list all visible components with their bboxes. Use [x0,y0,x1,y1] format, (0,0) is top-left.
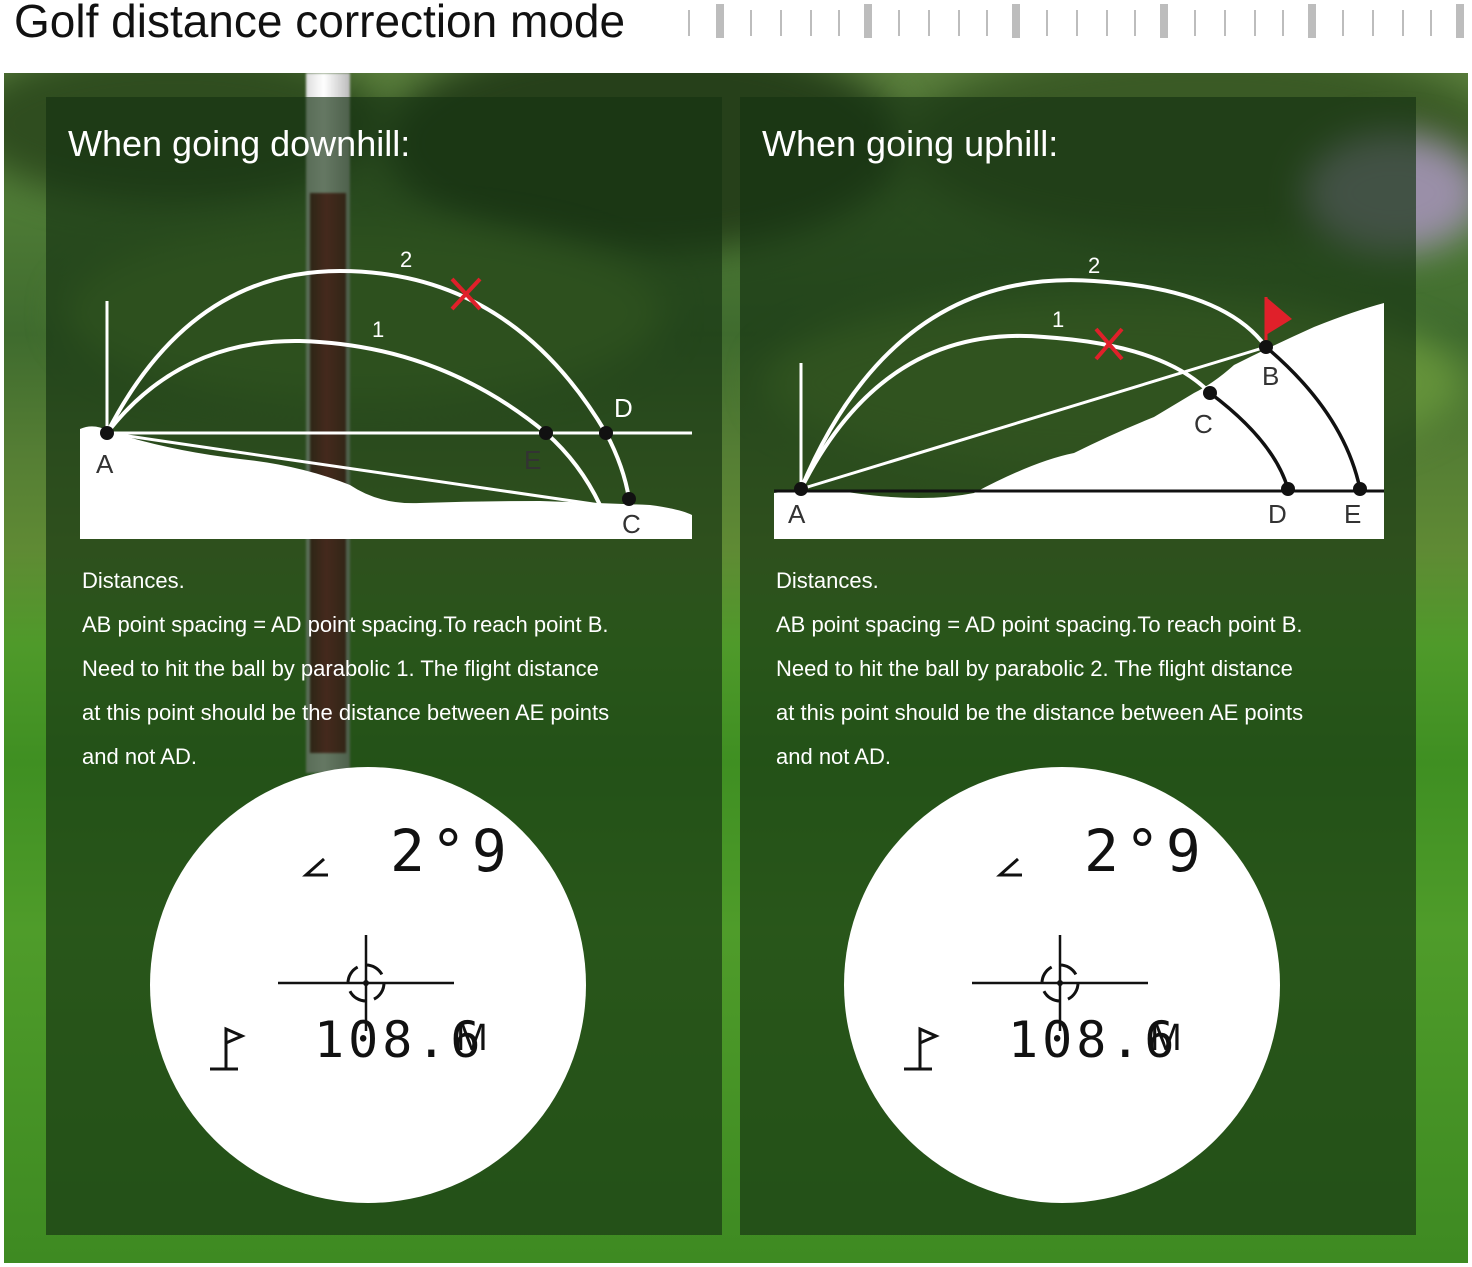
downhill-point-c [622,492,636,506]
uphill-angle-readout: 2°9 [1084,817,1207,885]
uphill-label-curve-1: 1 [1052,307,1064,332]
flag-icon [210,1026,246,1071]
uphill-terrain [774,303,1384,539]
downhill-label-a: A [96,449,114,479]
uphill-distance-readout: 108.6 [1008,1011,1179,1069]
downhill-label-c: C [622,509,641,539]
downhill-slope-line-ac [106,431,601,507]
uphill-trajectory-1 [799,334,1212,490]
crosshair-icon [278,935,454,1031]
crosshair-icon [972,935,1148,1031]
uphill-label-a: A [788,499,806,529]
uphill-trajectory-2 [799,278,1268,490]
uphill-point-d [1281,482,1295,496]
angle-icon [302,857,328,877]
uphill-label-c: C [1194,409,1213,439]
golf-course-background: When going downhill: 2 1 A E D C Distanc… [4,73,1468,1263]
uphill-label-e: E [1344,499,1361,529]
downhill-text-line: at this point should be the distance bet… [82,700,610,725]
uphill-text-line: and not AD. [776,744,891,769]
downhill-miss-marker [450,277,482,311]
uphill-title: When going uphill: [762,123,1059,164]
downhill-label-d: D [614,393,633,423]
downhill-explanation: Distances. AB point spacing = AD point s… [82,559,702,779]
downhill-trajectory-2 [105,268,631,500]
uphill-trajectory-2-continued [1264,345,1362,490]
downhill-distance-readout: 108.6 [314,1011,485,1069]
downhill-terrain [80,426,692,539]
uphill-target-flag-icon [1264,297,1292,347]
downhill-point-a [100,426,114,440]
uphill-panel: When going uphill: 2 1 A [740,97,1416,1235]
uphill-label-b: B [1262,361,1279,391]
downhill-text-line: Need to hit the ball by parabolic 1. The… [82,656,599,681]
uphill-distance-unit: M [1150,1017,1182,1059]
downhill-diagram: 2 1 A E D C [80,247,692,539]
downhill-label-curve-2: 2 [400,247,412,272]
downhill-angle-readout: 2°9 [390,817,513,885]
downhill-point-e [539,426,553,440]
uphill-miss-marker [1094,327,1124,361]
downhill-rangefinder-display: 2°9 108.6 M [150,767,586,1203]
uphill-explanation: Distances. AB point spacing = AD point s… [776,559,1396,779]
ruler-decoration [688,4,1464,38]
uphill-point-b [1259,340,1273,354]
uphill-text-line: AB point spacing = AD point spacing.To r… [776,612,1303,637]
uphill-point-a [794,482,808,496]
uphill-trajectory-1-continued [1208,391,1290,490]
uphill-slope-line-ab [800,345,1267,491]
angle-icon [996,857,1022,877]
flag-icon [904,1026,940,1071]
downhill-text-line: and not AD. [82,744,197,769]
page-title: Golf distance correction mode [14,0,626,47]
downhill-text-line: Distances. [82,568,185,593]
uphill-diagram: 2 1 A B C D E [774,253,1384,539]
downhill-point-d [599,426,613,440]
downhill-distance-unit: M [456,1017,488,1059]
downhill-label-curve-1: 1 [372,317,384,342]
uphill-point-c [1203,386,1217,400]
downhill-title: When going downhill: [68,123,411,164]
uphill-text-line: at this point should be the distance bet… [776,700,1304,725]
uphill-point-e [1353,482,1367,496]
uphill-text-line: Distances. [776,568,879,593]
uphill-label-curve-2: 2 [1088,253,1100,278]
downhill-trajectory-1 [105,338,602,506]
downhill-text-line: AB point spacing = AD point spacing.To r… [82,612,609,637]
downhill-panel: When going downhill: 2 1 A E D C Distanc… [46,97,722,1235]
downhill-label-e: E [524,445,541,475]
uphill-label-d: D [1268,499,1287,529]
uphill-rangefinder-display: 2°9 108.6 M [844,767,1280,1203]
uphill-text-line: Need to hit the ball by parabolic 2. The… [776,656,1293,681]
